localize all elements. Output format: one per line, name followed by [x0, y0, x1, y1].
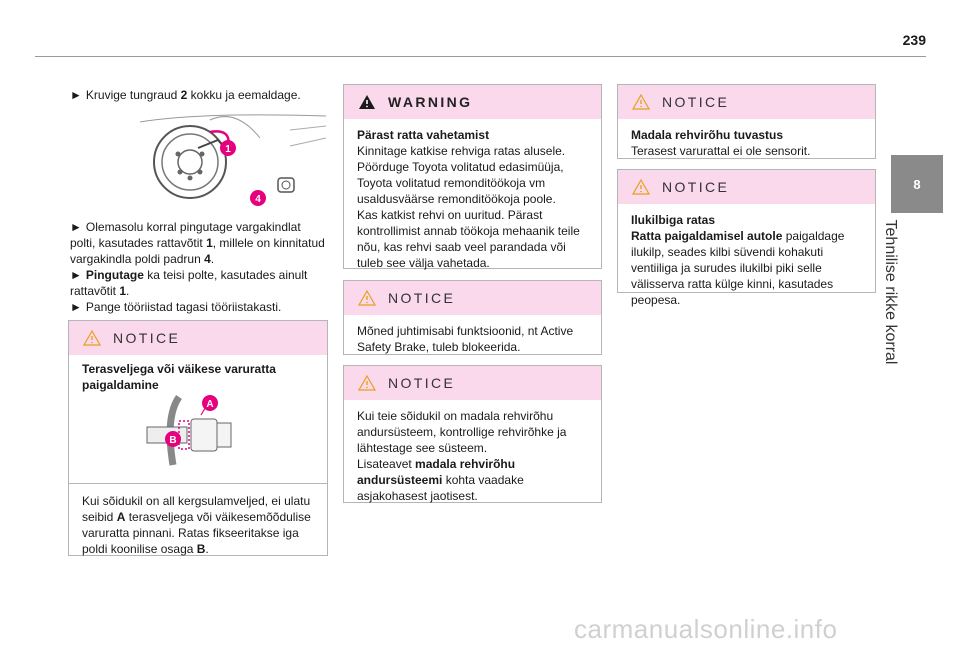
notice-bold: Ratta paigaldamisel autole [631, 229, 783, 243]
step-bold: 1 [206, 236, 213, 250]
arrow-icon: ► [70, 88, 82, 102]
notice-heading: Madala rehvirõhu tuvastus [631, 128, 784, 142]
step-text: ka teisi polte, kasutades ainult rattavõ… [70, 268, 308, 298]
notice-spacer-box: NOTICE Terasveljega või väikese varuratt… [68, 320, 328, 556]
wheel-wrench-illustration: 1 4 [140, 114, 326, 206]
notice-text: Kui teie sõidukil on madala rehvirõhu an… [357, 409, 567, 455]
left-column: ►Kruvige tungraud 2 kokku ja eemaldage. [70, 87, 328, 103]
notice-body: Kui teie sõidukil on madala rehvirõhu an… [344, 400, 601, 512]
figure-label-4: 4 [255, 194, 261, 205]
notice-triangle-icon [358, 375, 376, 391]
step-text: . [126, 284, 130, 298]
warning-heading: Pärast ratta vahetamist [357, 128, 490, 142]
notice-heading: Ilukilbiga ratas [631, 213, 716, 227]
page-number: 239 [902, 32, 926, 48]
step-text: , millele on kinnitatud vargakindla pold… [70, 236, 325, 266]
warning-header: WARNING [344, 85, 601, 119]
notice-text: Mõned juhtimisabi funktsioonid, nt Activ… [357, 324, 574, 354]
notice-text-part: terasveljega või väikesemõõdulise varura… [82, 510, 311, 556]
step-text: kokku ja eemaldage. [187, 88, 301, 102]
notice-text: paigaldage ilukilp, seades kilbi süvendi… [631, 229, 845, 307]
notice-body: Ilukilbiga ratas Ratta paigaldamisel aut… [618, 204, 875, 316]
notice-sensor-box: NOTICE Madala rehvirõhu tuvastus Terases… [617, 84, 876, 159]
notice-text: Terasest varurattal ei ole sensorit. [631, 144, 811, 158]
notice-text-part: . [205, 542, 209, 556]
step-bold: Pingutage [85, 268, 144, 282]
step-bold: 1 [119, 284, 127, 298]
spacer-bolt-illustration: A B [146, 394, 232, 466]
left-column-steps: ►Olemasolu korral pingutage vargakindlat… [70, 219, 328, 315]
notice-title: NOTICE [388, 375, 456, 391]
notice-body: Madala rehvirõhu tuvastus Terasest varur… [618, 119, 875, 167]
notice-bold: B [196, 542, 206, 556]
notice-triangle-icon [632, 94, 650, 110]
step-text: Kruvige tungraud [85, 88, 181, 102]
warning-text: Kinnitage katkise rehviga ratas alusele. [357, 144, 566, 158]
notice-header: NOTICE [618, 85, 875, 119]
step-text: . [210, 252, 215, 266]
notice-header: NOTICE [344, 366, 601, 400]
step-tighten-lock-bolt: ►Olemasolu korral pingutage vargakindlat… [70, 219, 328, 267]
arrow-icon: ► [70, 268, 82, 282]
step-bold: 4 [204, 252, 211, 266]
step-text: Pange tööriistad tagasi tööriistakasti. [85, 300, 282, 314]
notice-triangle-icon [358, 290, 376, 306]
notice-text-part: Kui sõidukil on all kergsulamveljed, ei … [82, 494, 311, 524]
notice-heading: Terasveljega või väikese varuratta paiga… [82, 362, 276, 392]
notice-text-part: kohta vaadake asjakohasest jaotisest. [357, 473, 524, 503]
notice-title: NOTICE [388, 290, 456, 306]
notice-header: NOTICE [69, 321, 327, 355]
notice-bold: madala rehvirõhu andursüsteemi [357, 457, 516, 487]
chapter-title-text: Tehnilise rikke korral [882, 219, 899, 365]
notice-title: NOTICE [662, 94, 730, 110]
notice-header: NOTICE [344, 281, 601, 315]
notice-triangle-icon [632, 179, 650, 195]
label-a-marker [202, 395, 218, 411]
warning-title: WARNING [388, 94, 473, 110]
warning-box: WARNING Pärast ratta vahetamist Kinnitag… [343, 84, 602, 270]
notice-bold: A [116, 510, 126, 524]
notice-title: NOTICE [113, 330, 181, 346]
notice-text-part: Lisateavet [357, 457, 416, 471]
notice-text: Kui sõidukil on all kergsulamveljed, ei … [69, 485, 327, 565]
figure-label-1: 1 [225, 144, 231, 155]
arrow-icon: ► [70, 300, 82, 314]
warning-triangle-icon [359, 95, 375, 109]
step-text: Olemasolu korral pingutage vargakindlat … [70, 220, 301, 250]
step-tighten-bolts: ►Pingutage ka teisi polte, kasutades ain… [70, 267, 328, 299]
notice-triangle-icon [83, 330, 101, 346]
label-b-marker [165, 431, 181, 447]
watermark: carmanualsonline.info [574, 614, 838, 644]
top-rule [35, 56, 926, 57]
chapter-number: 8 [913, 176, 921, 192]
notice-hubcap-box: NOTICE Ilukilbiga ratas Ratta paigaldami… [617, 169, 876, 307]
warning-text: Kas katkist rehvi on uuritud. Pärast kon… [357, 208, 580, 270]
chapter-tab[interactable]: 8 [891, 155, 943, 213]
figure-label-a: A [206, 399, 213, 410]
chapter-title: Tehnilise rikke korral [880, 212, 900, 372]
step-remove-jack: ►Kruvige tungraud 2 kokku ja eemaldage. [70, 87, 328, 103]
figure-label-b: B [169, 435, 176, 446]
label-4-marker [250, 190, 266, 206]
notice-lowtire-box: NOTICE Kui teie sõidukil on madala rehvi… [343, 365, 602, 503]
warning-body: Pärast ratta vahetamist Kinnitage katkis… [344, 119, 601, 279]
warning-text: Pöörduge Toyota volitatud edasimüüja, To… [357, 160, 564, 206]
notice-title: NOTICE [662, 179, 730, 195]
label-1-marker [220, 140, 236, 156]
arrow-icon: ► [70, 220, 82, 234]
notice-header: NOTICE [618, 170, 875, 204]
step-store-tools: ►Pange tööriistad tagasi tööriistakasti. [70, 299, 328, 315]
step-bold: 2 [180, 88, 188, 102]
notice-divider [69, 483, 327, 484]
notice-asb-box: NOTICE Mõned juhtimisabi funktsioonid, n… [343, 280, 602, 355]
